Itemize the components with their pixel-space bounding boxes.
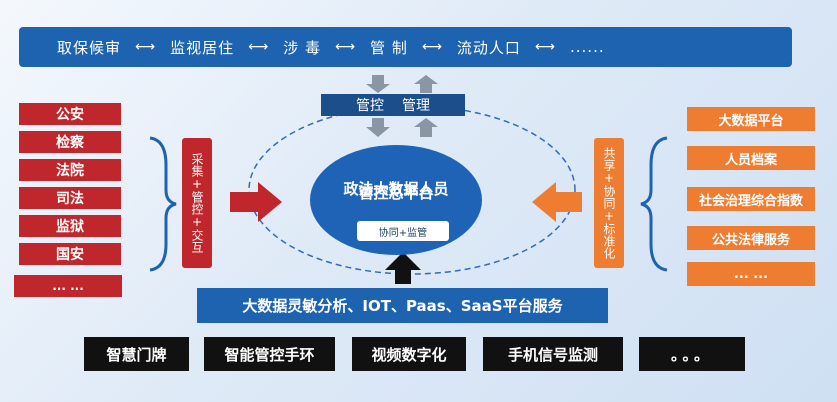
management-right-label: 管理 — [402, 98, 430, 114]
gray-up-arrow-icon — [414, 75, 438, 93]
bottom-item: 手机信号监测 — [483, 337, 623, 371]
left-item: 法院 — [19, 159, 121, 181]
right-item: 大数据平台 — [687, 107, 815, 131]
double-arrow-icon: ⟷ — [135, 39, 157, 55]
right-item: 社会治理综合指数 — [687, 187, 815, 211]
top-item: 流动人口 — [456, 38, 521, 57]
top-item: ...... — [570, 38, 605, 56]
red-arrow-icon — [230, 182, 282, 222]
left-item: 公安 — [19, 103, 121, 125]
right-brace — [640, 136, 668, 272]
left-vertical-label: 采集+管控+交互 — [182, 138, 212, 268]
bottom-item: 视频数字化 — [352, 337, 466, 371]
right-item: 公共法律服务 — [687, 226, 815, 250]
left-item: 监狱 — [19, 215, 121, 237]
management-box: 管控 管理 — [321, 94, 465, 116]
right-item: ... ... — [687, 262, 815, 286]
black-up-arrow-icon — [385, 252, 421, 284]
dashed-ellipse — [248, 105, 576, 275]
top-item: 监视居住 — [170, 38, 235, 57]
top-item: 取保候审 — [57, 38, 122, 57]
double-arrow-icon: ⟷ — [421, 39, 443, 55]
top-item: 管 制 — [370, 38, 408, 57]
platform-sub-label: 协同+监管 — [357, 221, 449, 241]
bottom-item: 。。。 — [639, 337, 745, 371]
platform-title-line2: 管控总平台 — [358, 184, 434, 202]
left-item: ... ... — [14, 275, 122, 297]
platform-title-line1: 政法大数据人员 — [343, 180, 449, 198]
top-category-bar: 取保候审 ⟷ 监视居住 ⟷ 涉 毒 ⟷ 管 制 ⟷ 流动人口 ⟷ ...... — [19, 27, 792, 67]
double-arrow-icon: ⟷ — [534, 39, 556, 55]
left-brace — [149, 136, 177, 272]
top-item: 涉 毒 — [283, 38, 321, 57]
service-bar: 大数据灵敏分析、IOT、Paas、SaaS平台服务 — [197, 288, 608, 323]
bottom-item: 智慧门牌 — [84, 337, 189, 371]
bottom-item: 智能管控手环 — [204, 337, 335, 371]
orange-arrow-icon — [532, 182, 582, 222]
left-item: 国安 — [19, 243, 121, 265]
gray-up-arrow-icon — [414, 118, 438, 137]
management-left-label: 管控 — [356, 98, 384, 114]
double-arrow-icon: ⟷ — [248, 39, 270, 55]
double-arrow-icon: ⟷ — [334, 39, 357, 55]
left-item: 司法 — [19, 187, 121, 209]
right-vertical-label: 共享+协同+标准化 — [594, 138, 624, 268]
gray-down-arrow-icon — [366, 75, 390, 93]
left-item: 检察 — [19, 131, 121, 153]
right-item: 人员档案 — [687, 146, 815, 170]
gray-down-arrow-icon — [366, 118, 390, 137]
